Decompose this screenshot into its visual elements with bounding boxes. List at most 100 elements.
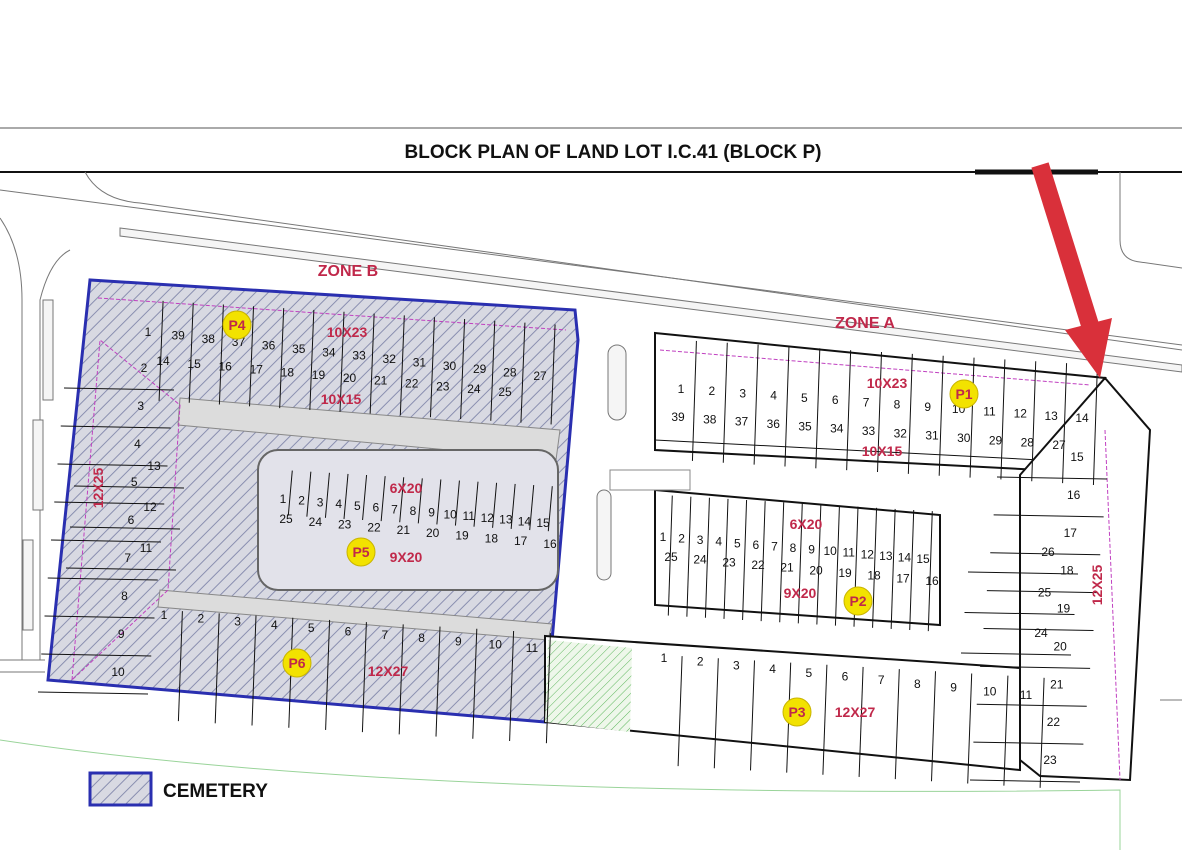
lot-number: 20 (426, 526, 440, 540)
lot-number: 10 (823, 544, 837, 558)
lot-divider (509, 630, 515, 741)
lot-divider (309, 309, 315, 410)
lot-number: 8 (894, 398, 901, 412)
lot-divider (909, 510, 915, 631)
dim-p4-top: 10X23 (327, 324, 368, 340)
lot-number: 23 (722, 555, 736, 569)
lot-divider (1031, 361, 1037, 482)
lot-number: 2 (298, 494, 305, 508)
lot-divider (677, 656, 683, 767)
lot-number: 10 (443, 507, 457, 521)
lot-number: 18 (485, 531, 499, 545)
lot-dimension-labels: 10X23 10X15 6X20 9X20 12X27 12X25 10X23 … (90, 324, 1105, 720)
lot-divider (362, 474, 368, 521)
lot-number: 5 (805, 666, 812, 680)
lot-number: 14 (518, 514, 532, 528)
lot-number: 10 (111, 665, 125, 679)
phase-marker-p5: P5 (346, 537, 376, 567)
lot-number: 36 (767, 417, 781, 431)
lot-number: 2 (697, 655, 704, 669)
lot-divider (1062, 363, 1068, 484)
lot-divider (858, 666, 864, 777)
lot-divider (65, 567, 177, 571)
lot-number: 19 (312, 368, 326, 382)
lot-divider (529, 484, 535, 531)
dim-b-left: 12X25 (90, 468, 106, 509)
lot-number: 28 (1021, 436, 1035, 450)
lot-number: 29 (473, 362, 487, 376)
lot-divider (398, 624, 404, 735)
lot-divider (969, 357, 975, 478)
lot-number: 32 (894, 426, 908, 440)
lot-divider (251, 615, 257, 726)
lot-number: 9 (924, 400, 931, 414)
lot-number: 21 (780, 561, 794, 575)
lot-divider (324, 472, 330, 518)
lot-divider (54, 501, 165, 505)
lot-number: 3 (137, 399, 144, 413)
lot-number: 29 (989, 433, 1003, 447)
lot-divider (325, 619, 331, 730)
lot-number: 24 (309, 515, 323, 529)
lot-number: 23 (436, 379, 450, 393)
lot-number: 9 (118, 627, 125, 641)
lot-number: 22 (405, 377, 419, 391)
lot-number: 11 (462, 509, 475, 523)
lot-number: 6 (753, 538, 760, 552)
lot-number: 33 (352, 349, 366, 363)
lot-divider (742, 499, 748, 621)
lot-divider (667, 495, 673, 616)
lot-divider (520, 322, 526, 423)
lot-number: 6 (842, 670, 849, 684)
lot-divider (50, 539, 162, 543)
lot-divider (343, 473, 349, 519)
lot-divider (279, 308, 285, 409)
lot-divider (973, 741, 1084, 745)
lot-divider (435, 626, 441, 737)
svg-text:P4: P4 (228, 317, 245, 333)
lot-number: 17 (250, 362, 264, 376)
lot-number: 4 (335, 497, 342, 511)
lot-divider (779, 502, 785, 623)
lot-number: 30 (443, 359, 457, 373)
lot-number: 36 (262, 339, 276, 353)
lot-divider (797, 503, 803, 624)
lot-number: 14 (1075, 411, 1089, 425)
lot-number: 35 (292, 342, 306, 356)
lot-number: 12 (143, 500, 157, 514)
lot-divider (429, 317, 435, 418)
lot-divider (473, 481, 479, 527)
lot-divider (57, 463, 168, 467)
lot-number: 4 (715, 535, 722, 549)
lot-number: 6 (345, 625, 352, 639)
lot-divider (750, 660, 755, 771)
lot-number: 38 (703, 412, 717, 426)
lot-divider (287, 470, 293, 516)
lot-number: 11 (1020, 688, 1033, 702)
lot-divider (872, 507, 878, 628)
lot-number: 24 (1034, 626, 1048, 640)
lot-divider (63, 387, 175, 391)
dim-p1-top: 10X23 (867, 375, 908, 391)
lot-number: 15 (536, 516, 550, 530)
lot-divider (846, 350, 852, 471)
lot-divider (545, 633, 551, 744)
lot-divider (760, 501, 766, 622)
lot-number: 1 (660, 530, 667, 544)
lot-divider (188, 302, 194, 403)
lot-number: 27 (1052, 438, 1066, 452)
lot-divider (380, 476, 386, 522)
lot-divider (47, 577, 158, 581)
lot-divider (983, 628, 1094, 631)
lot-divider (822, 664, 828, 775)
lot-number: 27 (533, 369, 547, 383)
lot-number: 8 (914, 677, 921, 691)
lot-number: 16 (219, 360, 233, 374)
lot-number: 2 (678, 532, 685, 546)
lot-divider-lines (37, 300, 1108, 788)
svg-text:P1: P1 (955, 386, 972, 402)
lot-divider (815, 348, 821, 469)
lot-number: 3 (739, 386, 746, 400)
lot-number: 5 (131, 475, 138, 489)
lot-number: 13 (147, 459, 161, 473)
